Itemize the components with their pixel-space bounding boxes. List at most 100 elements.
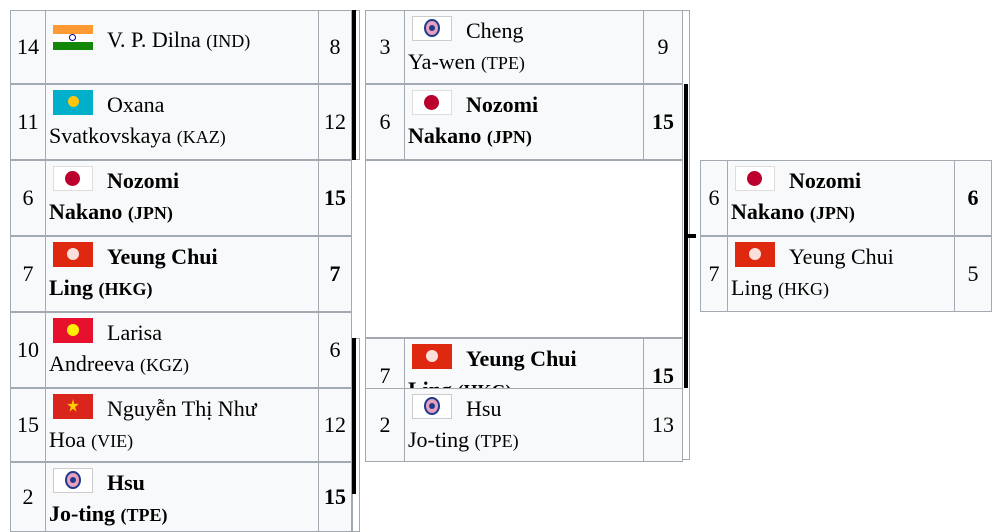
player-name-first-line: Nozomi <box>466 92 539 117</box>
player-name-second-line: Nakano <box>49 199 123 224</box>
seed-number: 6 <box>379 109 391 134</box>
country-code: (HKG) <box>778 279 830 299</box>
chinese-taipei-flag <box>412 394 452 419</box>
player-name-second-line: Svatkovskaya <box>49 123 172 148</box>
player-name-first-line: Oxana <box>107 92 165 117</box>
bracket-connector <box>688 234 696 238</box>
player-name-second-line: Nakano <box>731 199 805 224</box>
country-code: (KAZ) <box>176 127 226 147</box>
chinese-taipei-flag <box>412 16 452 41</box>
chinese-taipei-flag <box>53 468 93 493</box>
japan-flag <box>412 90 452 115</box>
score: 9 <box>657 34 669 59</box>
country-code: (KGZ) <box>140 355 189 375</box>
player-name-first-line: Yeung Chui <box>107 244 218 269</box>
bracket-connector <box>352 338 356 494</box>
score: 12 <box>324 412 346 437</box>
player-name-first-line: Yeung Chui <box>789 244 894 269</box>
country-code: (TPE) <box>120 505 168 525</box>
seed-number: 3 <box>379 34 391 59</box>
player-name: V. P. Dilna (IND) <box>45 11 319 83</box>
player-name-first-line: V. P. Dilna <box>107 27 201 52</box>
seed-number: 14 <box>17 34 39 59</box>
player-name-first-line: Cheng <box>466 18 524 43</box>
hong-kong-flag <box>412 344 452 369</box>
score: 15 <box>324 185 346 210</box>
country-code: (IND) <box>206 31 251 51</box>
hong-kong-flag <box>53 242 93 267</box>
player-name-first-line: Hsu <box>107 470 145 495</box>
score: 6 <box>967 185 979 210</box>
seed-number: 6 <box>22 185 34 210</box>
country-code: (JPN) <box>127 203 173 223</box>
score: 7 <box>329 261 341 286</box>
japan-flag <box>735 166 775 191</box>
vietnam-flag <box>53 394 93 419</box>
bracket-connector <box>352 10 356 160</box>
seed-number: 2 <box>22 484 34 509</box>
score: 6 <box>329 337 341 362</box>
japan-flag <box>53 166 93 191</box>
country-code: (JPN) <box>486 127 532 147</box>
country-code: (TPE) <box>474 431 519 451</box>
india-flag <box>53 25 93 50</box>
country-code: (TPE) <box>480 53 525 73</box>
player-name-first-line: Larisa <box>107 320 162 345</box>
player-name-second-line: Ya-wen <box>408 49 476 74</box>
player-name-second-line: Hoa <box>49 427 86 452</box>
seed-number: 2 <box>379 412 391 437</box>
player-name-second-line: Ling <box>49 275 94 300</box>
country-code: (JPN) <box>809 203 855 223</box>
player-name-first-line: Nguyễn Thị Như <box>107 396 257 421</box>
score: 5 <box>967 261 979 286</box>
country-code: (HKG) <box>98 279 153 299</box>
country-code: (VIE) <box>91 431 134 451</box>
seed-number: 7 <box>708 261 720 286</box>
player-name-first-line: Nozomi <box>789 168 862 193</box>
player-name-second-line: Jo-ting <box>49 501 115 526</box>
score: 8 <box>329 34 341 59</box>
seed-number: 7 <box>379 363 391 388</box>
hong-kong-flag <box>735 242 775 267</box>
player-name-second-line: Jo-ting <box>408 427 470 452</box>
seed-number: 6 <box>708 185 720 210</box>
bracket-gap <box>365 160 683 338</box>
bracket-connector <box>684 84 688 388</box>
seed-number: 10 <box>17 337 39 362</box>
kyrgyzstan-flag <box>53 318 93 343</box>
seed-number: 7 <box>22 261 34 286</box>
seed-number: 11 <box>17 109 39 134</box>
player-name-second-line: Ling <box>731 275 773 300</box>
player-name-first-line: Nozomi <box>107 168 180 193</box>
score: 15 <box>652 109 674 134</box>
seed-number: 15 <box>17 412 39 437</box>
player-name-second-line: Nakano <box>408 123 482 148</box>
player-name-first-line: Yeung Chui <box>466 346 577 371</box>
score: 15 <box>652 363 674 388</box>
kazakhstan-flag <box>53 90 93 115</box>
score: 13 <box>652 412 674 437</box>
